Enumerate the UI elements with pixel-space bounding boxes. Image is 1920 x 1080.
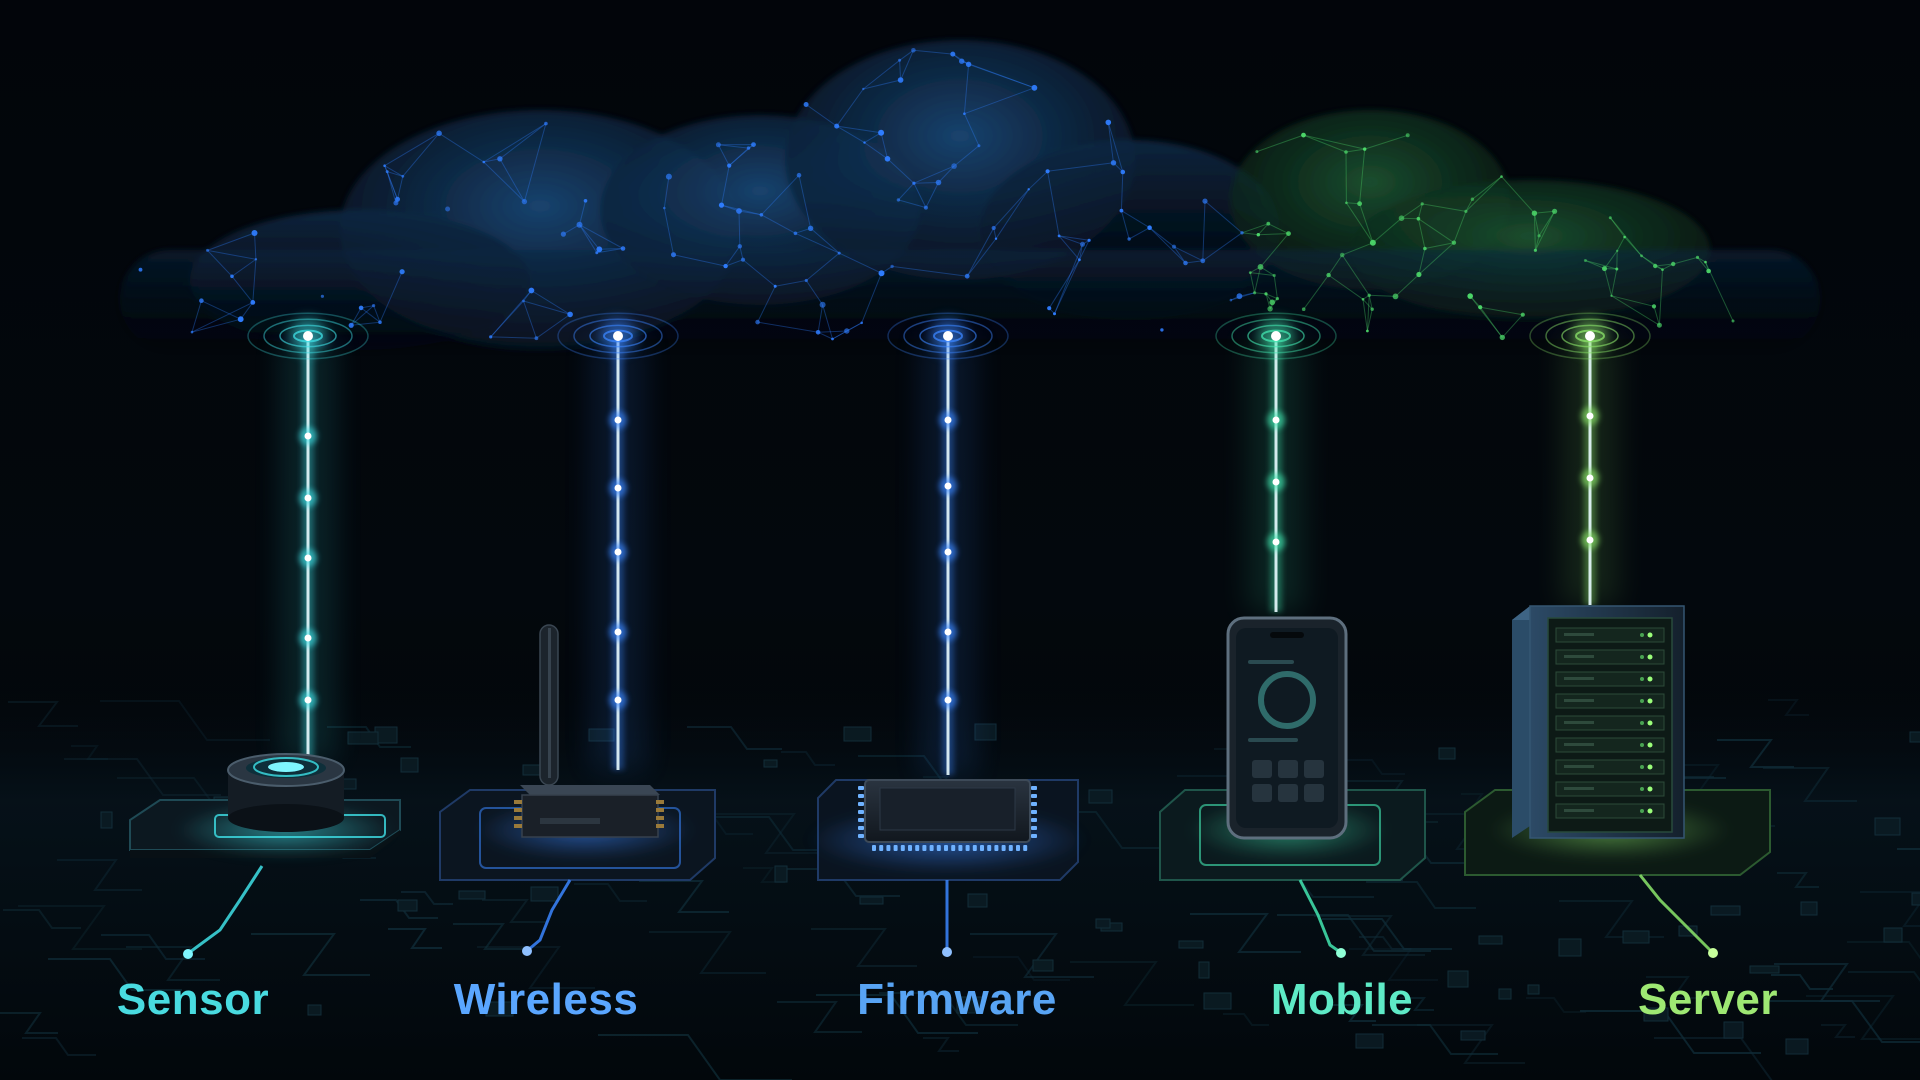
label-wireless: Wireless (453, 975, 639, 1024)
label-sensor: Sensor (116, 975, 270, 1024)
smartphone-icon (1188, 616, 1388, 860)
microchip-icon (807, 779, 1087, 874)
wireless-beam (557, 312, 679, 770)
server-rack-icon (1490, 605, 1730, 860)
label-firmware: Firmware (857, 975, 1057, 1024)
server-beam (1529, 312, 1651, 605)
network-cloud-icon (120, 40, 1820, 350)
mobile-beam (1215, 312, 1337, 612)
round-sensor-icon (175, 753, 395, 858)
label-mobile: Mobile (1270, 975, 1414, 1024)
antenna-module-icon (475, 624, 695, 860)
feed-traces (183, 865, 1718, 959)
device-platforms (129, 605, 1771, 881)
sensor-beam (247, 312, 369, 760)
label-server: Server (1637, 975, 1778, 1024)
firmware-beam (887, 312, 1009, 775)
